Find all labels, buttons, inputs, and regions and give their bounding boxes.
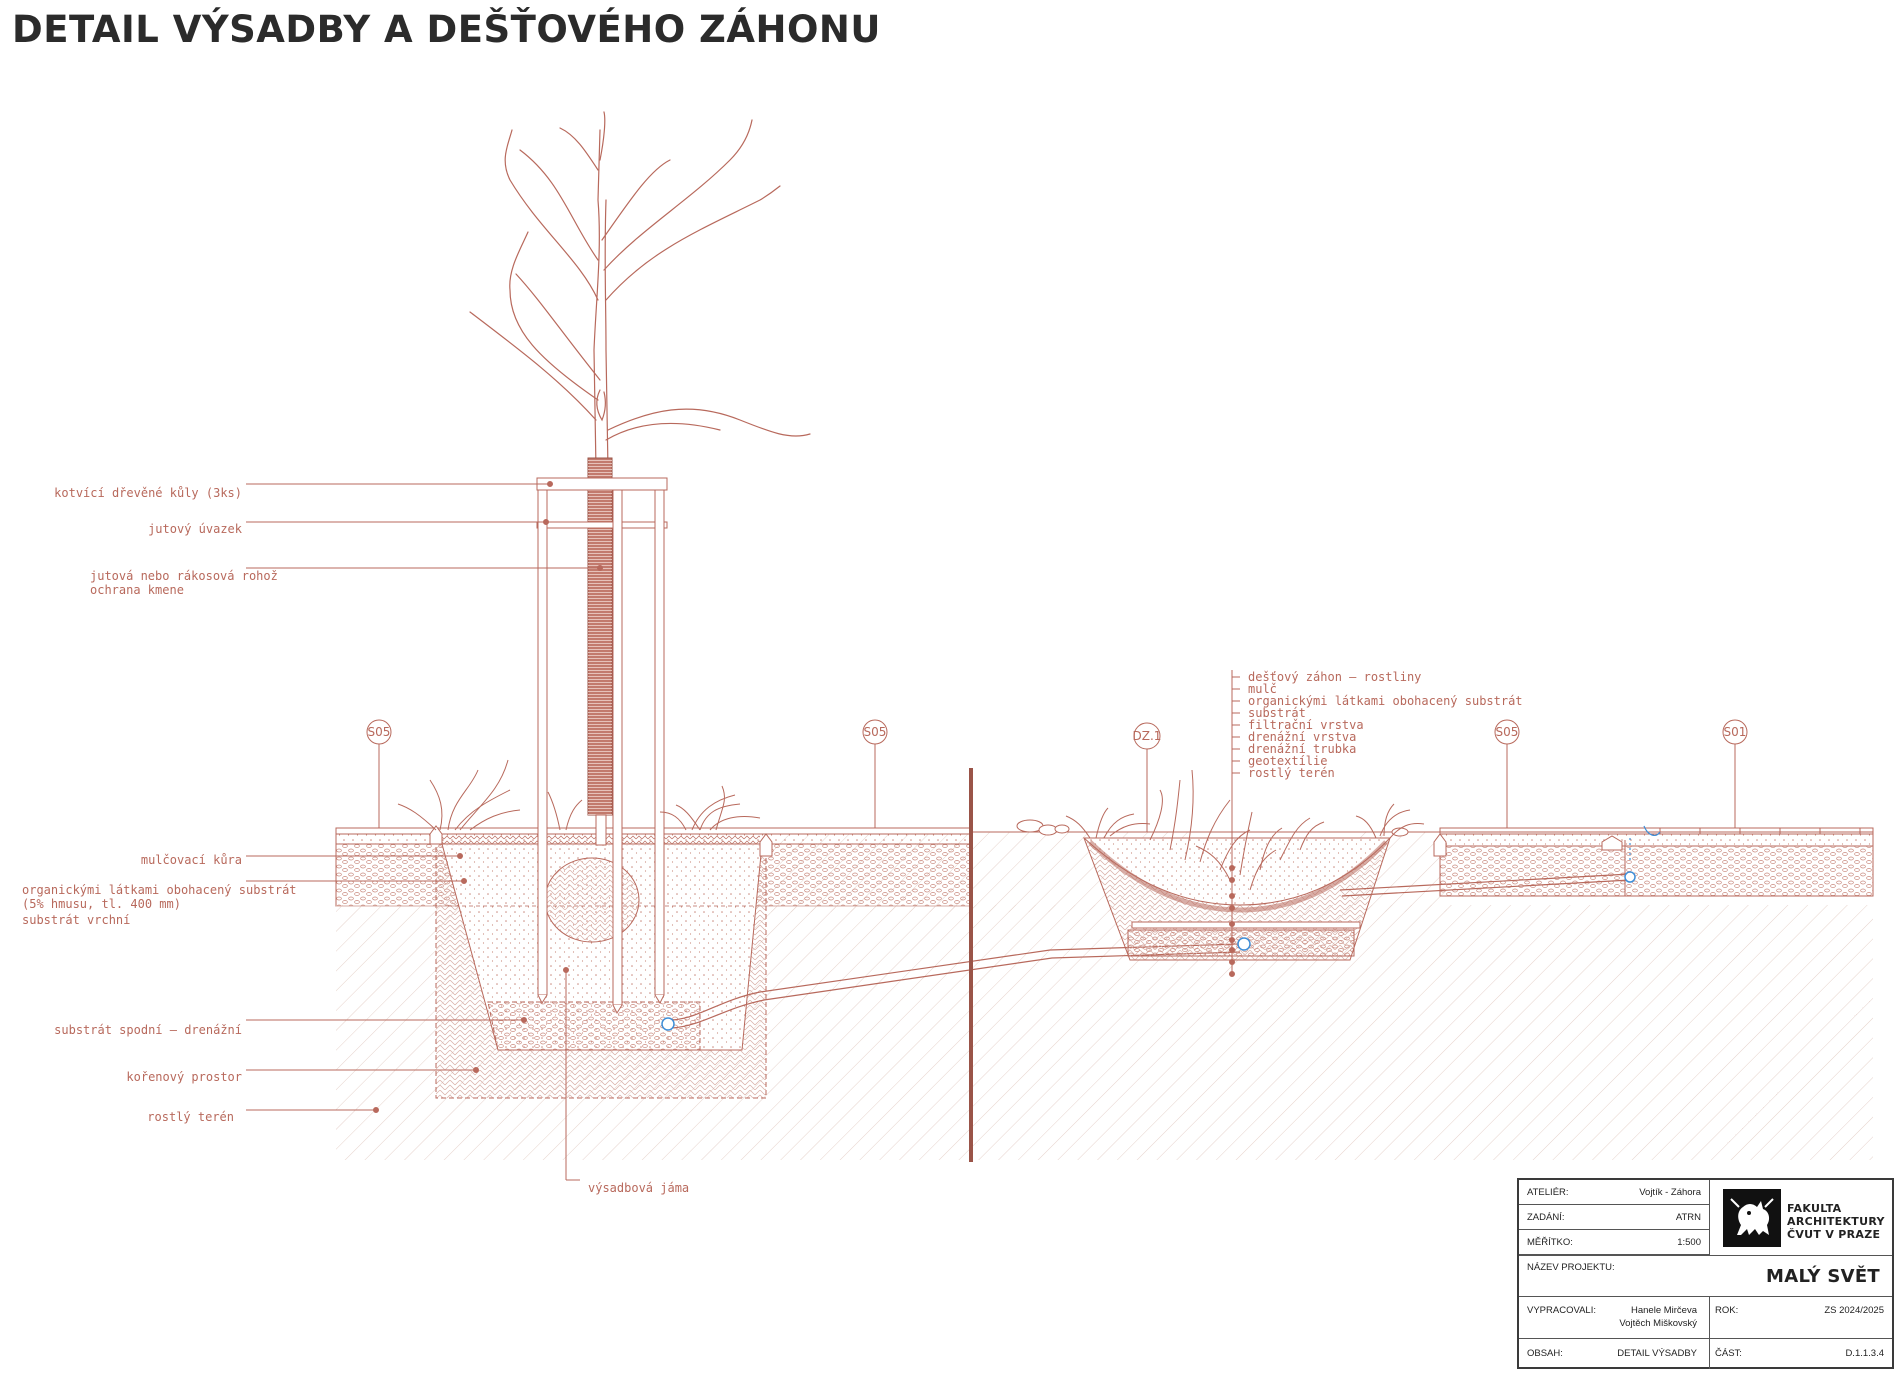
label-enriched-substrate: organickými látkami obohacený substrát <box>22 883 297 897</box>
label-bed-filter: filtrační vrstva <box>1248 718 1364 732</box>
tb-label-atelier: ATELIÉR: <box>1527 1187 1569 1198</box>
label-stakes: kotvící dřevěné kůly (3ks) <box>54 486 242 500</box>
marker-s05-3: S05 <box>1496 725 1519 739</box>
label-native-ground: rostlý terén <box>147 1110 234 1124</box>
tb-label-content: OBSAH: <box>1527 1348 1563 1359</box>
marker-s01: S01 <box>1724 725 1747 739</box>
tb-row-atelier: ATELIÉR: Vojtík - Záhora <box>1519 1180 1709 1205</box>
label-bed-mulch: mulč <box>1248 682 1277 696</box>
tb-row-project: NÁZEV PROJEKTU: <box>1519 1255 1892 1297</box>
label-bed-enriched: organickými látkami obohacený substrát <box>1248 694 1523 708</box>
stakes <box>536 477 668 1015</box>
faculty-name-3: ČVUT V PRAZE <box>1787 1228 1881 1241</box>
section-markers <box>366 719 1748 832</box>
bed-pebbles <box>1016 819 1409 837</box>
leader-lines-left <box>246 481 603 1181</box>
label-planting-pit: výsadbová jáma <box>588 1181 689 1195</box>
tb-value-atelier: Vojtík - Záhora <box>1639 1187 1701 1198</box>
label-bed-geotextile: geotextílie <box>1248 754 1327 768</box>
label-bed-plants: dešťový záhon – rostliny <box>1248 670 1421 684</box>
tb-label-meritko: MĚŘÍTKO: <box>1527 1237 1573 1248</box>
drainage-pipe-right <box>1339 825 1661 897</box>
tb-label-project: NÁZEV PROJEKTU: <box>1527 1262 1615 1273</box>
title-block: ATELIÉR: Vojtík - Záhora ZADÁNÍ: ATRN MĚ… <box>1517 1178 1894 1369</box>
faculty-name-1: FAKULTA <box>1787 1202 1842 1215</box>
label-humus-note: (5% hmusu, tl. 400 mm) <box>22 897 181 911</box>
project-name: MALÝ SVĚT <box>1766 1266 1880 1287</box>
tb-row-zadani: ZADÁNÍ: ATRN <box>1519 1205 1709 1230</box>
tree <box>469 111 811 471</box>
tb-author-1: Hanele Mirčeva <box>1631 1305 1697 1316</box>
marker-dz1: DZ.1 <box>1133 729 1162 743</box>
label-root-space: kořenový prostor <box>126 1070 242 1084</box>
label-trunk-mat: jutová nebo rákosová rohož <box>90 569 278 583</box>
page-title: DETAIL VÝSADBY A DEŠŤOVÉHO ZÁHONU <box>12 8 881 51</box>
tb-row-authors: VYPRACOVALI: Hanele Mirčeva Vojtěch Mišk… <box>1519 1297 1892 1339</box>
label-bed-drain-pipe: drenážní trubka <box>1248 742 1356 756</box>
leader-lines-bed <box>1229 670 1240 977</box>
label-bed-ground: rostlý terén <box>1248 766 1335 780</box>
faculty-name-2: ARCHITEKTURY <box>1787 1215 1885 1228</box>
label-drainage-substrate: substrát spodní – drenážní <box>54 1023 242 1037</box>
tb-label-part: ČÁST: <box>1715 1348 1742 1359</box>
tree-trunk <box>595 814 607 846</box>
label-top-substrate: substrát vrchní <box>22 913 130 927</box>
label-bed-drain-layer: drenážní vrstva <box>1248 730 1356 744</box>
tb-row-meritko: MĚŘÍTKO: 1:500 <box>1519 1230 1709 1255</box>
lion-emblem-icon <box>1723 1189 1781 1247</box>
tb-value-part: D.1.1.3.4 <box>1845 1348 1884 1359</box>
faculty-logo: FAKULTA ARCHITEKTURY ČVUT V PRAZE <box>1709 1180 1896 1255</box>
tb-label-authors: VYPRACOVALI: <box>1527 1305 1596 1316</box>
label-bed-substrate: substrát <box>1248 706 1306 720</box>
curbs <box>429 825 1623 857</box>
tb-value-meritko: 1:500 <box>1677 1237 1701 1248</box>
planting-pit <box>435 834 767 1099</box>
tb-label-year: ROK: <box>1715 1305 1739 1316</box>
tb-label-zadani: ZADÁNÍ: <box>1527 1212 1565 1223</box>
tb-row-content: OBSAH: DETAIL VÝSADBY ČÁST: D.1.1.3.4 <box>1519 1339 1892 1369</box>
tb-author-2: Vojtěch Miškovský <box>1619 1318 1697 1329</box>
marker-s05-1: S05 <box>368 725 391 739</box>
tb-value-year: ZS 2024/2025 <box>1824 1305 1884 1316</box>
tb-value-content: DETAIL VÝSADBY <box>1617 1348 1697 1359</box>
label-trunk-protection: ochrana kmene <box>90 583 184 597</box>
plants <box>397 759 1425 891</box>
rain-bed <box>1082 837 1392 961</box>
drainage-pipe-left <box>661 943 1241 1031</box>
tb-value-zadani: ATRN <box>1675 1212 1701 1223</box>
label-jute-tie: jutový úvazek <box>148 522 243 536</box>
paving-right <box>1439 827 1874 897</box>
marker-s05-2: S05 <box>864 725 887 739</box>
label-mulch-bark: mulčovací kůra <box>141 853 242 867</box>
